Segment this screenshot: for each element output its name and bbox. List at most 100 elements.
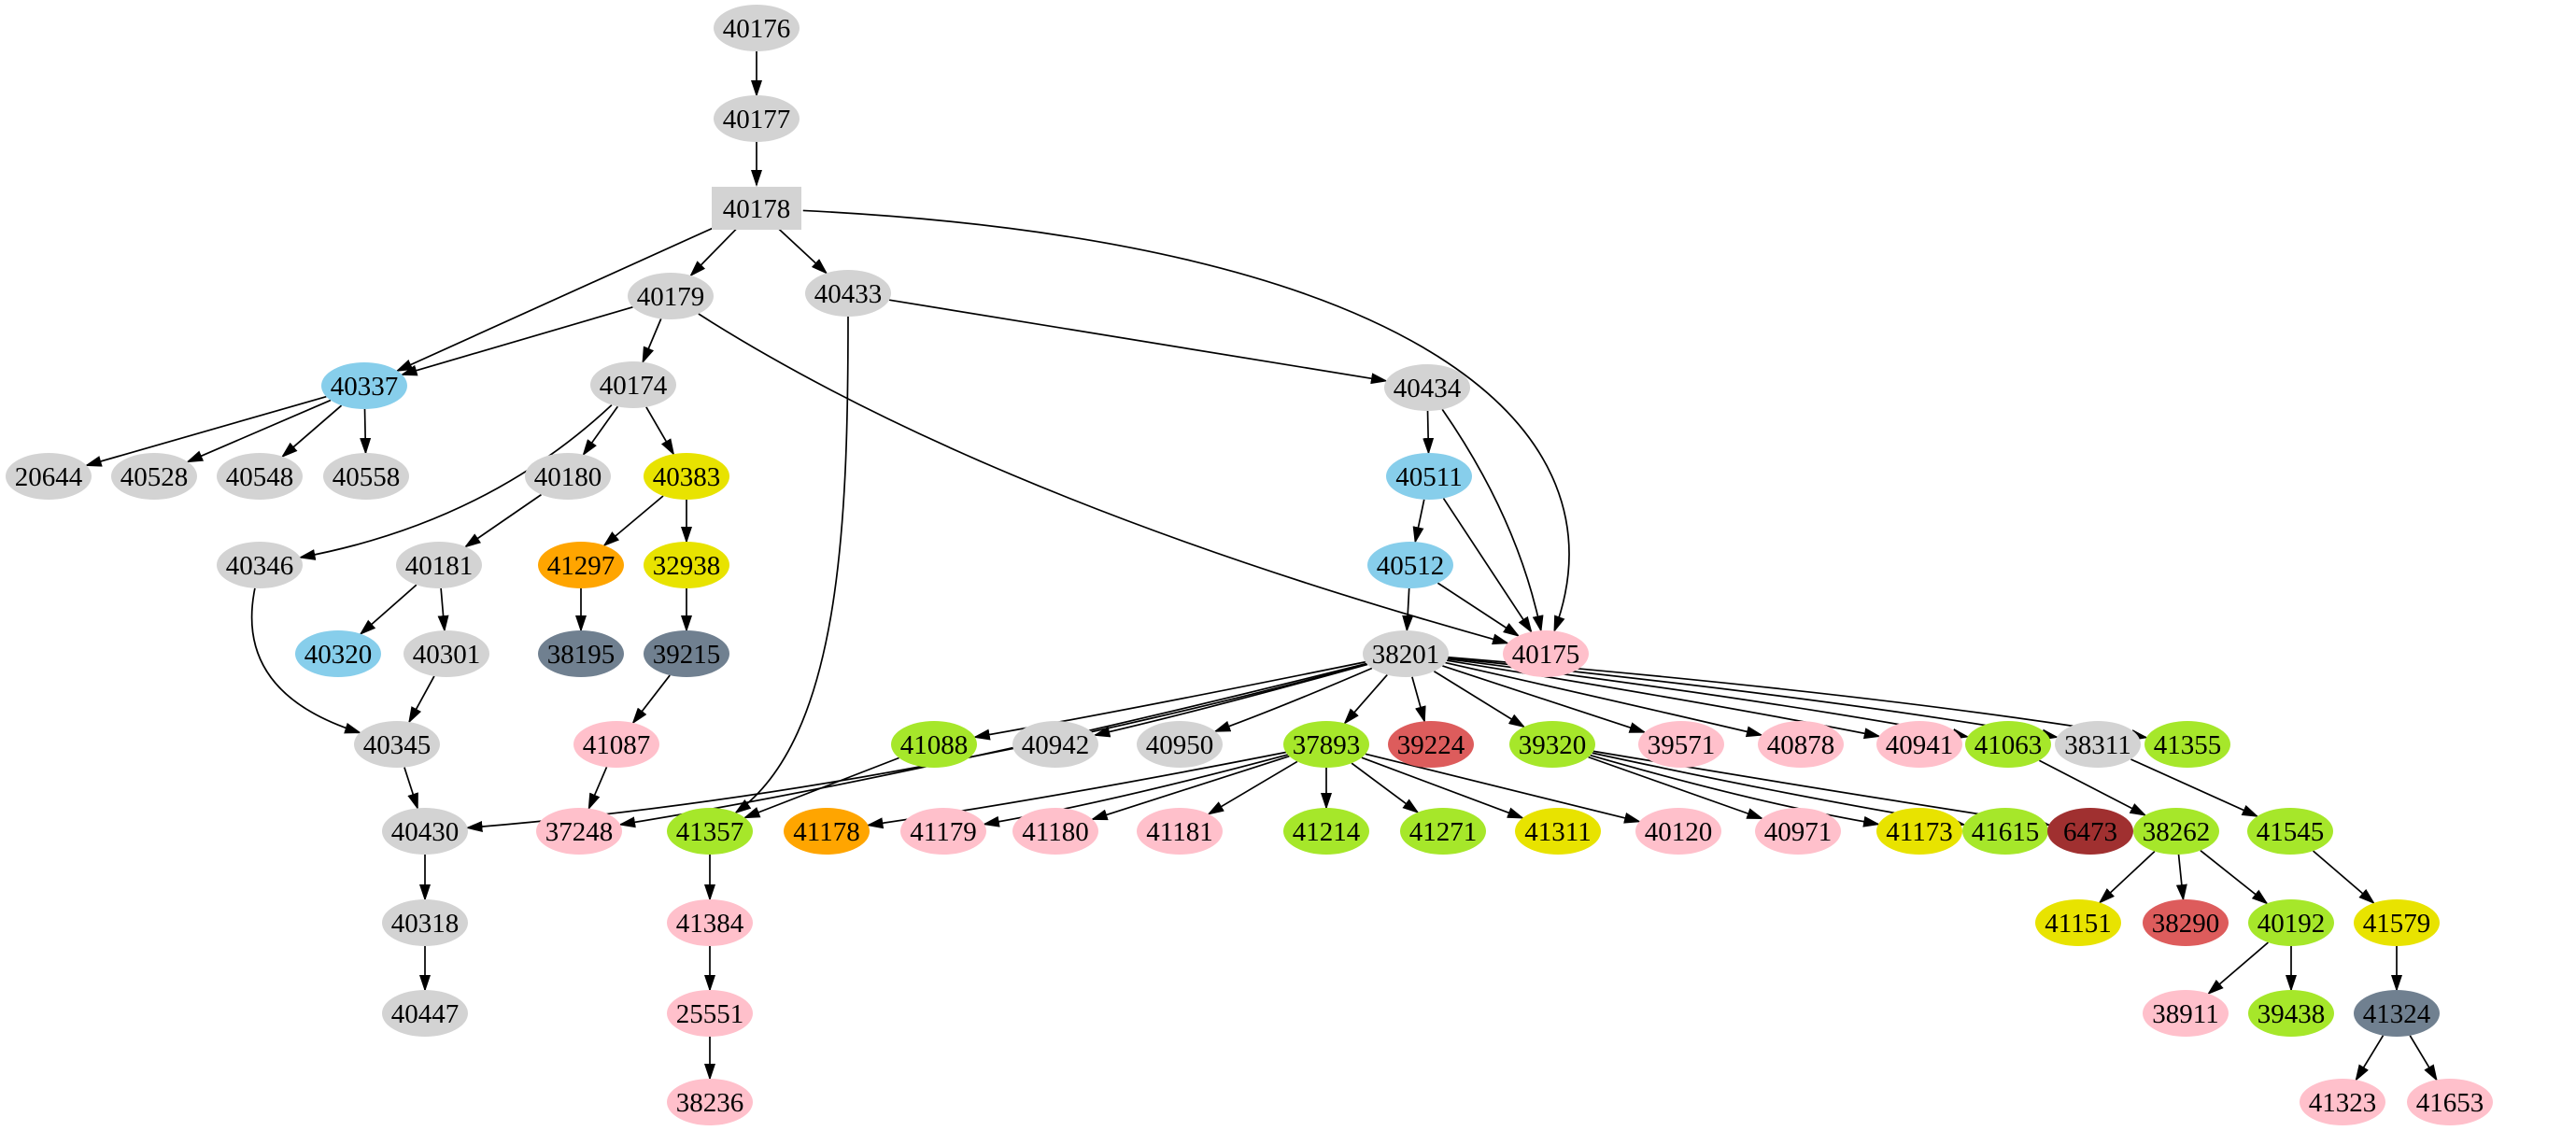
- node-38201[interactable]: 38201: [1363, 630, 1449, 677]
- node-40318[interactable]: 40318: [382, 899, 468, 946]
- node-40175[interactable]: 40175: [1503, 630, 1589, 677]
- node-40511[interactable]: 40511: [1386, 453, 1472, 500]
- node-40447[interactable]: 40447: [382, 990, 468, 1037]
- ellipse-shape-40346: [217, 542, 303, 588]
- node-41615[interactable]: 41615: [1962, 808, 2048, 855]
- ellipse-shape-40447: [382, 990, 468, 1037]
- node-39320[interactable]: 39320: [1509, 721, 1595, 768]
- node-38290[interactable]: 38290: [2143, 899, 2229, 946]
- edge-39320-40971: [1588, 756, 1764, 820]
- node-6473[interactable]: 6473: [2047, 808, 2133, 855]
- node-41545[interactable]: 41545: [2247, 808, 2333, 855]
- ellipse-shape-41355: [2144, 721, 2230, 768]
- edge-38201-40878: [1445, 661, 1763, 738]
- node-40383[interactable]: 40383: [644, 453, 729, 500]
- node-39438[interactable]: 39438: [2248, 990, 2334, 1037]
- node-39224[interactable]: 39224: [1388, 721, 1474, 768]
- edge-38262-40192: [2200, 849, 2269, 905]
- node-38195[interactable]: 38195: [538, 630, 624, 677]
- node-40337[interactable]: 40337: [321, 362, 407, 409]
- node-39571[interactable]: 39571: [1638, 721, 1724, 768]
- node-40174[interactable]: 40174: [590, 361, 676, 408]
- edge-40178-40337: [395, 222, 723, 372]
- node-40878[interactable]: 40878: [1758, 721, 1844, 768]
- edge-37893-41179: [982, 754, 1288, 827]
- node-38262[interactable]: 38262: [2133, 808, 2219, 855]
- edge-40511-40512: [1412, 499, 1425, 544]
- ellipse-shape-41653: [2407, 1079, 2493, 1125]
- edge-41088-41357: [743, 756, 899, 819]
- node-41181[interactable]: 41181: [1137, 808, 1223, 855]
- node-39215[interactable]: 39215: [644, 630, 729, 677]
- node-41355[interactable]: 41355: [2144, 721, 2230, 768]
- ellipse-shape-41151: [2035, 899, 2121, 946]
- ellipse-shape-39320: [1509, 721, 1595, 768]
- node-40433[interactable]: 40433: [805, 270, 891, 317]
- edge-40337-40528: [186, 399, 332, 463]
- node-41151[interactable]: 41151: [2035, 899, 2121, 946]
- edge-40512-40175: [1437, 582, 1521, 637]
- node-40942[interactable]: 40942: [1012, 721, 1098, 768]
- node-20644[interactable]: 20644: [6, 453, 92, 500]
- edge-40433-41357: [734, 316, 849, 814]
- node-40301[interactable]: 40301: [403, 630, 489, 677]
- node-41297[interactable]: 41297: [538, 542, 624, 588]
- node-38911[interactable]: 38911: [2143, 990, 2229, 1037]
- node-41324[interactable]: 41324: [2354, 990, 2440, 1037]
- node-40177[interactable]: 40177: [714, 95, 800, 142]
- node-41357[interactable]: 41357: [667, 808, 753, 855]
- node-40434[interactable]: 40434: [1384, 364, 1470, 411]
- ellipse-shape-41324: [2354, 990, 2440, 1037]
- node-40192[interactable]: 40192: [2248, 899, 2334, 946]
- node-40941[interactable]: 40941: [1876, 721, 1962, 768]
- node-38236[interactable]: 38236: [667, 1079, 753, 1125]
- node-25551[interactable]: 25551: [667, 990, 753, 1037]
- node-41088[interactable]: 41088: [891, 721, 977, 768]
- node-41180[interactable]: 41180: [1012, 808, 1098, 855]
- node-41271[interactable]: 41271: [1400, 808, 1486, 855]
- node-41653[interactable]: 41653: [2407, 1079, 2493, 1125]
- node-40176[interactable]: 40176: [714, 5, 800, 51]
- node-40345[interactable]: 40345: [354, 721, 440, 768]
- node-41323[interactable]: 41323: [2300, 1079, 2385, 1125]
- node-41214[interactable]: 41214: [1283, 808, 1369, 855]
- ellipse-shape-41178: [784, 808, 870, 855]
- node-40528[interactable]: 40528: [111, 453, 197, 500]
- edge-40178-40433: [778, 228, 828, 275]
- edge-38201-37248: [618, 662, 1367, 828]
- node-40179[interactable]: 40179: [628, 273, 714, 319]
- ellipse-shape-40878: [1758, 721, 1844, 768]
- node-41384[interactable]: 41384: [667, 899, 753, 946]
- node-40120[interactable]: 40120: [1635, 808, 1721, 855]
- node-41178[interactable]: 41178: [784, 808, 870, 855]
- node-41311[interactable]: 41311: [1515, 808, 1601, 855]
- node-37893[interactable]: 37893: [1283, 721, 1369, 768]
- edge-37893-41311: [1361, 756, 1525, 819]
- node-40430[interactable]: 40430: [382, 808, 468, 855]
- ellipse-shape-38201: [1363, 630, 1449, 677]
- node-40512[interactable]: 40512: [1367, 542, 1453, 588]
- node-40181[interactable]: 40181: [396, 542, 482, 588]
- edge-40178-40179: [689, 228, 737, 277]
- node-41173[interactable]: 41173: [1876, 808, 1962, 855]
- node-40320[interactable]: 40320: [295, 630, 381, 677]
- node-38311[interactable]: 38311: [2055, 721, 2141, 768]
- edge-40301-40345: [408, 675, 435, 724]
- node-32938[interactable]: 32938: [644, 542, 729, 588]
- node-40178[interactable]: 40178: [712, 187, 801, 230]
- edge-41063-38262: [2038, 759, 2147, 816]
- node-40346[interactable]: 40346: [217, 542, 303, 588]
- node-40180[interactable]: 40180: [525, 453, 611, 500]
- edge-40337-40548: [280, 404, 343, 459]
- node-40548[interactable]: 40548: [217, 453, 303, 500]
- node-40950[interactable]: 40950: [1137, 721, 1223, 768]
- ellipse-shape-39215: [644, 630, 729, 677]
- node-41579[interactable]: 41579: [2354, 899, 2440, 946]
- node-40558[interactable]: 40558: [323, 453, 409, 500]
- edge-40174-40180: [582, 405, 619, 457]
- node-41179[interactable]: 41179: [900, 808, 986, 855]
- node-41063[interactable]: 41063: [1965, 721, 2051, 768]
- node-37248[interactable]: 37248: [536, 808, 622, 855]
- node-41087[interactable]: 41087: [573, 721, 659, 768]
- node-40971[interactable]: 40971: [1755, 808, 1841, 855]
